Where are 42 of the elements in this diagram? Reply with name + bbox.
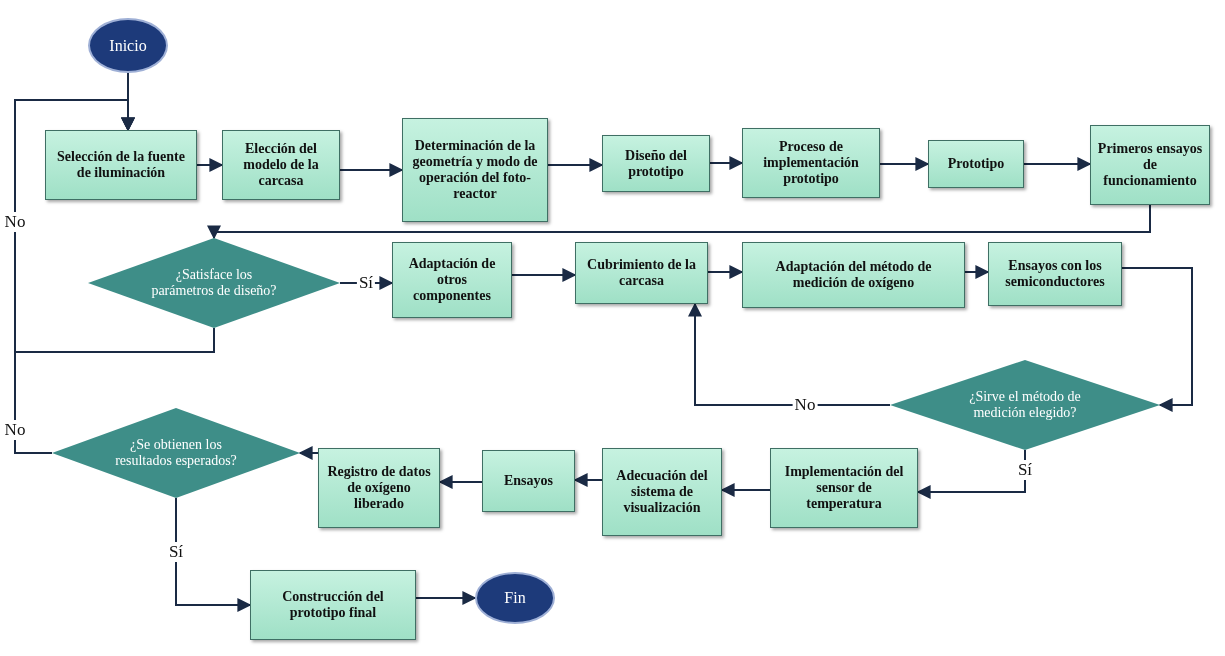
arrow [573, 473, 603, 487]
process-box: Cubrimiento de la carcasa [575, 242, 708, 304]
decision-diamond: ¿Se obtienen los resultados esperados? [52, 408, 300, 498]
arrow [298, 446, 319, 460]
arrow [916, 449, 1026, 499]
arrow [879, 157, 930, 171]
arrow [964, 265, 990, 279]
arrow [688, 302, 891, 406]
process-box: Selección de la fuente de iluminación [45, 130, 197, 200]
arrow [547, 158, 604, 172]
arrow [207, 204, 1151, 240]
process-box: Construcción del prototipo final [250, 570, 416, 640]
process-box: Prototipo [928, 140, 1024, 188]
process-box: Ensayos con los semiconductores [988, 242, 1122, 306]
arrow [709, 156, 744, 170]
decision-diamond: ¿Satisface los parámetros de diseño? [88, 238, 340, 328]
arrow [175, 497, 252, 612]
process-box: Registro de datos de oxígeno liberado [318, 448, 440, 528]
process-box: Proceso de implementación prototipo [742, 128, 880, 198]
arrow [415, 591, 477, 605]
terminal-ellipse: Inicio [88, 18, 168, 73]
arrow [1121, 267, 1193, 412]
arrow [707, 265, 744, 279]
process-box: Elección del modelo de la carcasa [222, 130, 340, 200]
decision-diamond: ¿Sirve el método de medición elegido? [890, 360, 1160, 450]
process-box: Primeros ensayos de funcionamiento [1090, 125, 1210, 205]
process-box: Adecuación del sistema de visualización [602, 448, 722, 536]
edge-label: No [2, 420, 28, 440]
arrow [196, 158, 224, 172]
arrow [1023, 157, 1092, 171]
arrow [511, 268, 577, 282]
arrow [720, 483, 771, 497]
process-box: Adaptación del método de medición de oxígeno [742, 242, 965, 308]
process-box: Diseño del prototipo [602, 135, 710, 192]
arrow [438, 475, 483, 489]
edge-label: No [2, 212, 28, 232]
arrow [339, 163, 404, 177]
process-box: Determinación de la geometría y modo de operación del foto-reactor [402, 118, 548, 222]
process-box: Adaptación de otros componentes [392, 242, 512, 318]
terminal-ellipse: Fin [475, 572, 555, 624]
process-box: Ensayos [482, 450, 575, 512]
process-box: Implementación del sensor de temperatura [770, 448, 918, 528]
